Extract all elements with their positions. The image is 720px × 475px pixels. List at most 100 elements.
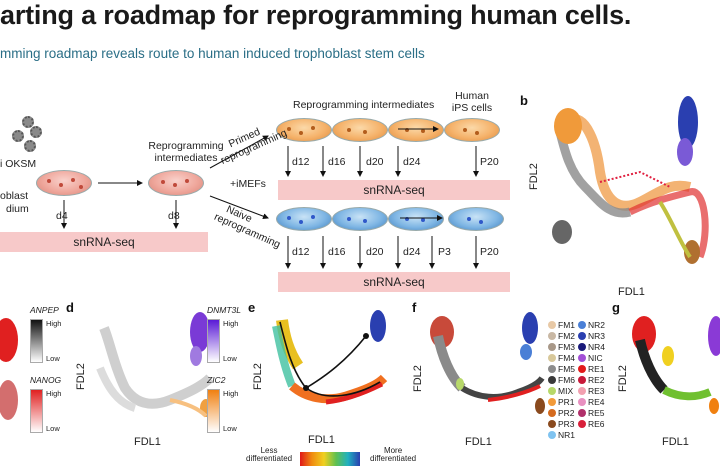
- tp-primed-d12: d12: [292, 156, 310, 168]
- legend-item: NR2: [578, 320, 605, 330]
- virus-icon: [22, 116, 34, 128]
- virus-icon: [30, 126, 42, 138]
- legend-swatch: [578, 365, 586, 373]
- legend-item: FM4: [548, 353, 575, 363]
- medium-label-1: oblast: [0, 190, 29, 202]
- scale-zic2: [207, 389, 220, 433]
- reprog-top-label: Reprogramming intermediates: [293, 99, 435, 111]
- scale-dnmt3l-high: High: [223, 319, 239, 328]
- petri-dish-d8: [148, 170, 204, 196]
- panel-f-letter: f: [412, 300, 417, 315]
- panel-b-letter: b: [520, 93, 528, 108]
- legend-item: NR3: [578, 331, 605, 341]
- panel-c-map: [0, 318, 18, 420]
- legend-item: PR3: [548, 419, 575, 429]
- legend-swatch: [548, 332, 556, 340]
- legend-item: PR2: [548, 408, 575, 418]
- gene-nanog: NANOG: [30, 375, 62, 385]
- legend-item: NR4: [578, 342, 605, 352]
- legend-item: FM2: [548, 331, 575, 341]
- panel-b-fdl-map: [552, 96, 709, 264]
- legend-item: RE5: [578, 408, 605, 418]
- scale-dnmt3l-low: Low: [223, 354, 237, 363]
- legend-item: RE2: [578, 375, 605, 385]
- legend-swatch: [578, 321, 586, 329]
- panel-f-ylabel: FDL2: [412, 365, 424, 392]
- panel-e-letter: e: [248, 300, 256, 315]
- diff-scale-less: Less differentiated: [246, 446, 293, 464]
- legend-swatch: [578, 354, 586, 362]
- panel-d-ylabel: FDL2: [75, 363, 87, 390]
- petri-dish-d4: [36, 170, 92, 196]
- scale-anpep: [30, 319, 43, 363]
- medium-label-2: dium: [6, 203, 29, 215]
- figure-subtitle: mming roadmap reveals route to human ind…: [0, 46, 425, 61]
- legend-item: FM1: [548, 320, 575, 330]
- diff-scale-bar: [300, 452, 360, 466]
- legend-swatch: [548, 321, 556, 329]
- scale-anpep-low: Low: [46, 354, 60, 363]
- tp-naive-d20: d20: [366, 246, 384, 258]
- snrna-seq-bar-primed: snRNA-seq: [278, 180, 510, 200]
- virus-icon: [12, 130, 24, 142]
- legend-item: NR1: [548, 430, 575, 440]
- legend-swatch: [578, 398, 586, 406]
- petri-dish-naive-final: [448, 207, 504, 231]
- tp-naive-d24: d24: [403, 246, 421, 258]
- legend-item: FM6: [548, 375, 575, 385]
- panel-g-xlabel: FDL1: [662, 436, 689, 448]
- legend-item: PR1: [548, 397, 575, 407]
- legend-item: FM3: [548, 342, 575, 352]
- scale-dnmt3l: [207, 319, 220, 363]
- legend-swatch: [548, 398, 556, 406]
- panel-g-letter: g: [612, 300, 620, 315]
- gene-dnmt3l: DNMT3L: [207, 305, 242, 315]
- legend-item: NIC: [578, 353, 603, 363]
- snrna-seq-bar-naive: snRNA-seq: [278, 272, 510, 292]
- scale-nanog: [30, 389, 43, 433]
- panel-d-letter: d: [66, 300, 74, 315]
- petri-dish-primed-2: [332, 118, 388, 142]
- tp-primed-p20: P20: [480, 156, 499, 168]
- scale-nanog-high: High: [46, 389, 62, 398]
- panel-d-xlabel: FDL1: [134, 436, 161, 448]
- panel-f-xlabel: FDL1: [465, 436, 492, 448]
- tp-primed-d20: d20: [366, 156, 384, 168]
- petri-dish-human-ips: [444, 118, 500, 142]
- legend-swatch: [548, 365, 556, 373]
- schematic-arrows: [61, 126, 479, 269]
- panel-e-ylabel: FDL2: [252, 363, 264, 390]
- legend-item: RE3: [578, 386, 605, 396]
- tp-d4: d4: [56, 210, 68, 222]
- panel-g-map: [632, 316, 720, 414]
- legend-swatch: [578, 332, 586, 340]
- legend-item: RE1: [578, 364, 605, 374]
- scale-zic2-low: Low: [223, 424, 237, 433]
- tp-naive-p20: P20: [480, 246, 499, 258]
- panel-e-map: [272, 310, 388, 405]
- scale-anpep-high: High: [46, 319, 62, 328]
- scale-nanog-low: Low: [46, 424, 60, 433]
- figure-title: arting a roadmap for reprogramming human…: [0, 0, 632, 30]
- panel-d-map: [96, 312, 214, 418]
- panel-g-ylabel: FDL2: [617, 365, 629, 392]
- gene-anpep: ANPEP: [30, 305, 59, 315]
- tp-naive-p3: P3: [438, 246, 451, 258]
- legend-swatch: [548, 376, 556, 384]
- legend-swatch: [548, 409, 556, 417]
- petri-dish-primed-3: [388, 118, 444, 142]
- legend-item: RE6: [578, 419, 605, 429]
- panel-b-ylabel: FDL2: [528, 163, 540, 190]
- legend-swatch: [578, 376, 586, 384]
- tp-primed-d24: d24: [403, 156, 421, 168]
- legend-swatch: [578, 343, 586, 351]
- reprog-intermediates-label: Reprogramming intermediates: [148, 140, 224, 165]
- legend-swatch: [578, 420, 586, 428]
- panel-f-map: [430, 312, 545, 414]
- scale-zic2-high: High: [223, 389, 239, 398]
- legend-swatch: [548, 387, 556, 395]
- legend-item: RE4: [578, 397, 605, 407]
- human-ips-label: Human iPS cells: [451, 90, 493, 115]
- legend-item: MIX: [548, 386, 573, 396]
- petri-dish-naive-1: [276, 207, 332, 231]
